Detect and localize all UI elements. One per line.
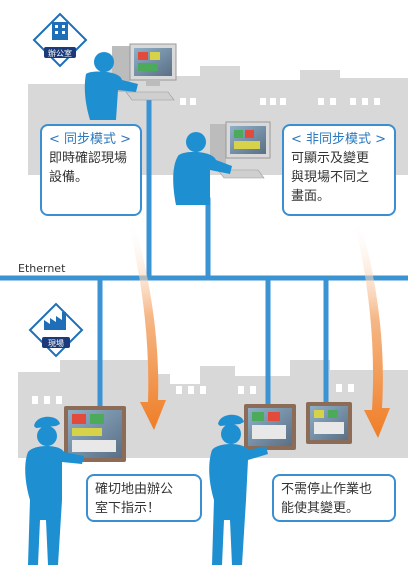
network-cables — [0, 97, 408, 413]
office-pc-2 — [210, 121, 271, 179]
nostop-line-2: 能使其變更。 — [281, 501, 360, 516]
office-person-1 — [84, 52, 138, 120]
async-mode-line-1: 可顯示及變更 — [291, 151, 370, 166]
async-arrow — [354, 220, 390, 438]
site-hmi-1 — [64, 406, 126, 462]
office-pc-1 — [112, 43, 177, 101]
site-person-2 — [209, 414, 268, 565]
site-person-1 — [25, 416, 84, 565]
site-badge-label: 現場 — [48, 339, 64, 348]
nostop-line-1: 不需停止作業也 — [281, 482, 373, 497]
office-person-2 — [173, 132, 232, 205]
nostop-callout: 不需停止作業也 能使其變更。 — [272, 474, 396, 522]
async-mode-line-3: 畫面。 — [291, 189, 331, 204]
sync-mode-line-1: 即時確認現場 — [49, 151, 128, 166]
office-badge-label: 辦公室 — [48, 49, 72, 58]
ethernet-label: Ethernet — [18, 262, 66, 275]
instruct-line-2: 室下指示！ — [95, 501, 161, 516]
sync-mode-line-2: 設備。 — [49, 170, 89, 185]
async-mode-line-2: 與現場不同之 — [291, 170, 370, 185]
sync-arrow — [128, 222, 166, 430]
instruct-callout: 確切地由辦公 室下指示！ — [86, 474, 202, 522]
instruct-line-1: 確切地由辦公 — [95, 482, 174, 497]
office-badge-icon — [32, 12, 88, 68]
site-badge-icon — [28, 302, 84, 358]
site-hmi-3 — [306, 402, 352, 444]
sync-mode-callout: < 同步模式 > 即時確認現場 設備。 — [40, 124, 142, 216]
site-hmi-2 — [244, 404, 296, 450]
async-mode-callout: < 非同步模式 > 可顯示及變更 與現場不同之 畫面。 — [282, 124, 396, 216]
sync-mode-heading: < 同步模式 > — [49, 132, 132, 147]
async-mode-heading: < 非同步模式 > — [291, 132, 387, 147]
